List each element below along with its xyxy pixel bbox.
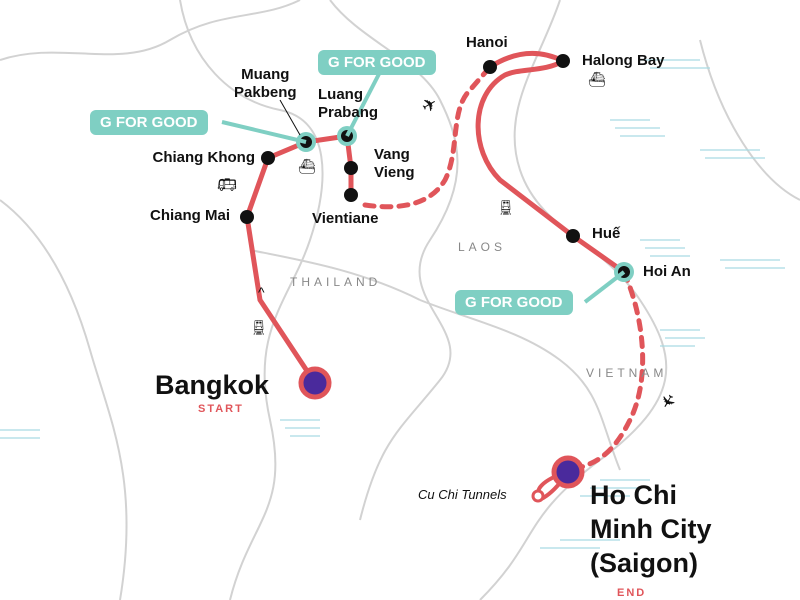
g-for-good-badge: G FOR GOOD — [455, 290, 573, 315]
boat-icon: ⛴︎ — [588, 71, 606, 87]
train-icon: 🚆︎ — [497, 199, 515, 215]
label-line: Pakbeng — [234, 84, 297, 101]
label-cu-chi-tunnels: Cu Chi Tunnels — [418, 487, 507, 502]
label-bangkok: Bangkok — [155, 370, 270, 400]
label-line: Luang — [318, 86, 363, 103]
label-halong-bay: Halong Bay — [582, 52, 665, 69]
label-line: Vang — [374, 146, 410, 163]
label-hcmc: Ho Chi Minh City (Saigon) — [590, 478, 712, 580]
label-vang-vieng: Vang Vieng — [374, 146, 415, 182]
stop-vientiane — [344, 188, 358, 202]
label-hanoi: Hanoi — [466, 34, 508, 51]
bus-icon: 🚌︎ — [217, 177, 238, 194]
label-line: Ho Chi — [590, 480, 677, 510]
direction-arrow-icon: ^ — [258, 284, 265, 300]
badge-connectors — [221, 71, 626, 304]
label-line: Minh City — [590, 514, 712, 544]
label-hoi-an: Hoi An — [643, 263, 691, 280]
label-muang-pakbeng: Muang Pakbeng — [234, 66, 297, 102]
stop-hanoi — [483, 60, 497, 74]
g-for-good-badge: G FOR GOOD — [90, 110, 208, 135]
bangkok-start-marker — [298, 366, 332, 400]
country-thailand: THAILAND — [290, 275, 382, 289]
stop-vang-vieng — [344, 161, 358, 175]
label-line: Vieng — [374, 164, 415, 181]
label-chiang-khong: Chiang Khong — [152, 149, 255, 166]
coast-water — [0, 59, 785, 549]
stop-chiang-mai — [240, 210, 254, 224]
g-for-good-badge: G FOR GOOD — [318, 50, 436, 75]
label-chiang-mai: Chiang Mai — [149, 207, 230, 224]
hcmc-end-marker — [551, 455, 585, 489]
boat-icon: ⛴︎ — [298, 158, 316, 174]
flight-route — [362, 64, 646, 471]
cu-chi-marker — [531, 489, 545, 503]
end-tag: END — [617, 587, 647, 599]
label-line: Prabang — [318, 104, 379, 121]
pakbeng-leader — [279, 99, 301, 136]
start-tag: START — [198, 403, 244, 415]
country-laos: LAOS — [458, 240, 507, 254]
label-line: (Saigon) — [590, 548, 698, 578]
label-vientiane: Vientiane — [312, 210, 379, 227]
label-hue: Huế — [592, 225, 621, 242]
label-line: Muang — [241, 66, 290, 83]
country-vietnam: VIETNAM — [586, 366, 668, 380]
endpoints — [298, 366, 585, 489]
stop-halong-bay — [556, 54, 570, 68]
stop-chiang-khong — [261, 151, 275, 165]
train-icon: 🚆︎ — [250, 319, 268, 335]
label-luang-prabang: Luang Prabang — [318, 86, 378, 122]
stop-hue — [566, 229, 580, 243]
